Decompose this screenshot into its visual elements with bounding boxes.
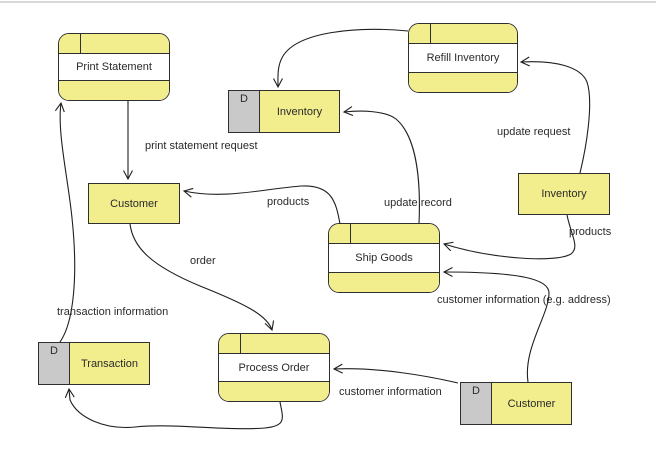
flow-label-customer-information-address: customer information (e.g. address) bbox=[437, 294, 611, 306]
flow-products-shipgoods-to-customer-line bbox=[182, 185, 341, 225]
flow-customer-information-line bbox=[332, 363, 459, 384]
flow-processorder-to-transaction-line bbox=[64, 387, 283, 430]
window-top-border bbox=[0, 1, 656, 3]
datastore-label: Inventory bbox=[276, 105, 323, 118]
flow-label-print-statement-request: print statement request bbox=[145, 140, 258, 152]
process-top-compartment bbox=[329, 224, 439, 244]
process-compartment-divider bbox=[430, 24, 432, 43]
datastore-transaction[interactable]: D Transaction bbox=[38, 342, 150, 385]
datastore-marker: D bbox=[240, 93, 248, 105]
process-label: Process Order bbox=[238, 361, 310, 374]
process-ship-goods[interactable]: Ship Goods bbox=[328, 223, 440, 293]
datastore-label: Customer bbox=[507, 397, 556, 410]
flow-label-customer-information: customer information bbox=[339, 386, 442, 398]
process-label: Ship Goods bbox=[355, 252, 413, 264]
flow-label-products-right: products bbox=[569, 226, 612, 238]
flow-label-transaction-information: transaction information bbox=[57, 306, 169, 318]
flow-label-update-request: update request bbox=[497, 126, 571, 138]
entity-inventory[interactable]: Inventory bbox=[518, 173, 610, 215]
datastore-marker: D bbox=[472, 385, 480, 397]
process-print-statement[interactable]: Print Statement bbox=[58, 33, 170, 101]
process-top-compartment bbox=[409, 24, 517, 44]
process-refill-inventory[interactable]: Refill Inventory bbox=[408, 23, 518, 93]
process-compartment-divider bbox=[350, 224, 352, 243]
entity-customer[interactable]: Customer bbox=[88, 183, 180, 224]
process-bottom-compartment bbox=[409, 72, 517, 92]
process-bottom-compartment bbox=[219, 381, 329, 401]
process-top-compartment bbox=[219, 334, 329, 354]
datastore-customer[interactable]: D Customer bbox=[460, 382, 572, 425]
entity-label: Customer bbox=[110, 197, 158, 210]
process-label: Print Statement bbox=[76, 61, 152, 73]
process-bottom-compartment bbox=[329, 272, 439, 292]
entity-label: Inventory bbox=[541, 188, 587, 200]
process-bottom-compartment bbox=[59, 80, 169, 100]
flow-label-update-record: update record bbox=[384, 197, 452, 209]
process-top-compartment bbox=[59, 34, 169, 54]
datastore-inventory[interactable]: D Inventory bbox=[228, 90, 340, 133]
datastore-label: Transaction bbox=[80, 357, 139, 370]
datastore-marker: D bbox=[50, 345, 58, 357]
flow-products-inventory-to-shipgoods-line bbox=[442, 214, 576, 260]
flow-refill-to-inventory-store-line bbox=[273, 28, 409, 89]
process-compartment-divider bbox=[240, 334, 242, 353]
process-compartment-divider bbox=[80, 34, 82, 53]
flow-transaction-information-line bbox=[54, 101, 76, 343]
flow-label-products-left: products bbox=[267, 196, 310, 208]
process-label: Refill Inventory bbox=[426, 52, 500, 64]
flow-update-request-line bbox=[519, 56, 591, 174]
flow-update-record-line bbox=[342, 106, 420, 225]
flow-customer-information-address-line bbox=[442, 267, 550, 383]
process-process-order[interactable]: Process Order bbox=[218, 333, 330, 402]
flow-label-order: order bbox=[190, 255, 216, 267]
flow-order-line bbox=[129, 223, 275, 332]
